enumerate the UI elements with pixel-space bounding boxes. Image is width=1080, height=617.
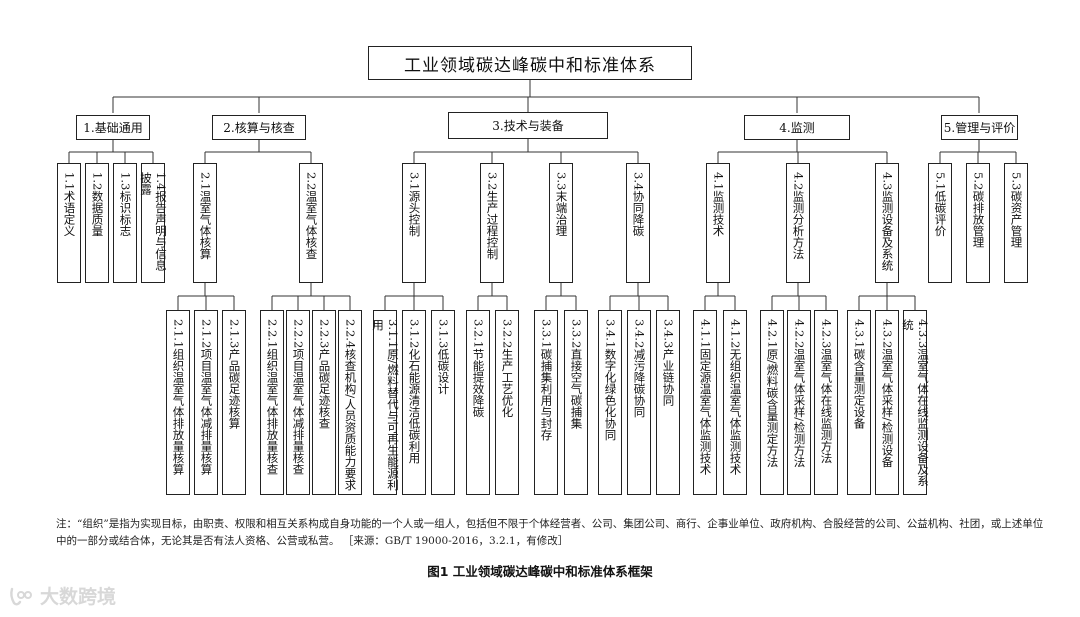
watermark-text: 大数跨境 bbox=[40, 586, 117, 608]
leaf-3-3-1: 3.3.1碳捕集利用与封存 bbox=[534, 310, 558, 495]
category-accounting: 2.核算与核查 bbox=[212, 115, 306, 140]
sub-2-2: 2.2温室气体核查 bbox=[299, 163, 323, 283]
figure-caption: 图1 工业领域碳达峰碳中和标准体系框架 bbox=[427, 564, 653, 579]
leaf-3-3-2: 3.3.2直接空气碳捕集 bbox=[564, 310, 588, 495]
sub-3-3: 3.3末端治理 bbox=[549, 163, 573, 283]
leaf-4-1-2: 4.1.2无组织温室气体监测技术 bbox=[723, 310, 747, 495]
sub-2-1: 2.1温室气体核算 bbox=[193, 163, 217, 283]
leaf-2-1-2: 2.1.2项目温室气体减排量核算 bbox=[194, 310, 218, 495]
leaf-5-1: 5.1低碳评价 bbox=[928, 163, 952, 283]
leaf-4-2-2: 4.2.2温室气体采样/检测方法 bbox=[787, 310, 811, 495]
sub-4-2: 4.2监测分析方法 bbox=[786, 163, 810, 283]
leaf-2-2-1: 2.2.1组织温室气体排放量核查 bbox=[260, 310, 284, 495]
leaf-4-3-2: 4.3.2温室气体采样/检测设备 bbox=[875, 310, 899, 495]
diagram-title: 工业领域碳达峰碳中和标准体系 bbox=[368, 46, 692, 80]
leaf-1-3: 1.3标识标志 bbox=[113, 163, 137, 283]
category-technology: 3.技术与装备 bbox=[448, 112, 608, 139]
leaf-5-2: 5.2碳排放管理 bbox=[966, 163, 990, 283]
category-management: 5.管理与评价 bbox=[941, 115, 1018, 140]
leaf-1-2: 1.2数据质量 bbox=[85, 163, 109, 283]
watermark-logo-icon bbox=[10, 587, 32, 605]
sub-3-4: 3.4协同降碳 bbox=[626, 163, 650, 283]
leaf-3-4-1: 3.4.1数字化绿色化协同 bbox=[598, 310, 622, 495]
category-basic: 1.基础通用 bbox=[76, 115, 150, 140]
leaf-5-3: 5.3碳资产管理 bbox=[1004, 163, 1028, 283]
sub-4-1: 4.1监测技术 bbox=[706, 163, 730, 283]
leaf-3-1-1: 3.1.1原/燃料替代与可再生能源利用 bbox=[371, 310, 400, 495]
leaf-3-1-2: 3.1.2化石能源清洁低碳利用 bbox=[402, 310, 426, 495]
leaf-4-3-3: 4.3.3温室气体在线监测设备及系统 bbox=[901, 310, 930, 495]
leaf-2-1-1: 2.1.1组织温室气体排放量核算 bbox=[166, 310, 190, 495]
leaf-4-2-1: 4.2.1原/燃料碳含量测定方法 bbox=[760, 310, 784, 495]
category-monitoring: 4.监测 bbox=[744, 115, 850, 140]
leaf-1-1: 1.1术语定义 bbox=[57, 163, 81, 283]
leaf-3-2-1: 3.2.1节能提效降碳 bbox=[466, 310, 490, 495]
leaf-1-4: 1.4报告声明与信息披露 bbox=[139, 163, 168, 283]
footnote: 注：“组织”是指为实现目标，由职责、权限和相互关系构成自身功能的一个人或一组人，… bbox=[56, 518, 1044, 547]
leaf-2-2-2: 2.2.2项目温室气体减排量核查 bbox=[286, 310, 310, 495]
leaf-4-2-3: 4.2.3温室气体在线监测方法 bbox=[814, 310, 838, 495]
leaf-3-4-3: 3.4.3产业链协同 bbox=[656, 310, 680, 495]
leaf-2-2-4: 2.2.4核查机构/人员资质能力要求 bbox=[338, 310, 362, 495]
leaf-4-3-1: 4.3.1碳含量测定设备 bbox=[847, 310, 871, 495]
sub-4-3: 4.3监测设备及系统 bbox=[875, 163, 899, 283]
leaf-3-2-2: 3.2.2生产工艺优化 bbox=[495, 310, 519, 495]
sub-3-2: 3.2生产过程控制 bbox=[480, 163, 504, 283]
leaf-2-2-3: 2.2.3产品碳足迹核查 bbox=[312, 310, 336, 495]
leaf-4-1-1: 4.1.1固定源温室气体监测技术 bbox=[693, 310, 717, 495]
leaf-3-4-2: 3.4.2减污降碳协同 bbox=[627, 310, 651, 495]
sub-3-1: 3.1源头控制 bbox=[402, 163, 426, 283]
leaf-3-1-3: 3.1.3低碳设计 bbox=[431, 310, 455, 495]
watermark: 大数跨境 bbox=[8, 582, 116, 609]
leaf-2-1-3: 2.1.3产品碳足迹核算 bbox=[222, 310, 246, 495]
